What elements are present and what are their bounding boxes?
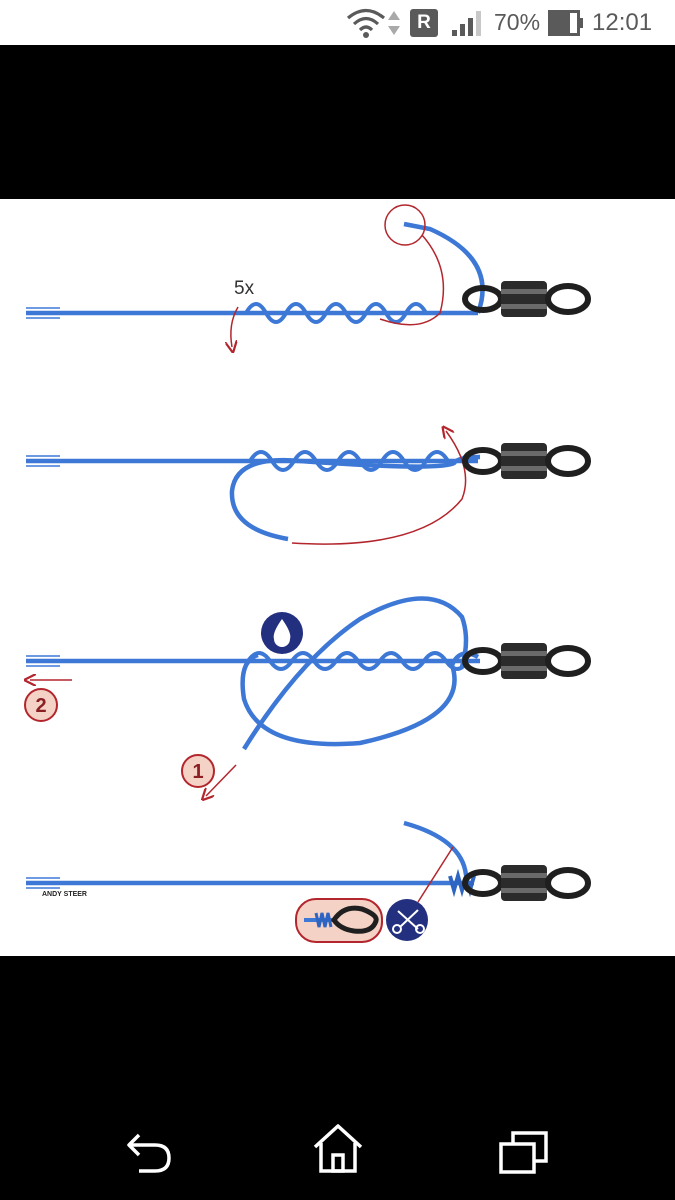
water-drop-icon — [261, 612, 303, 654]
tag-end-circle — [384, 204, 426, 246]
recent-apps-icon[interactable] — [484, 1118, 564, 1188]
home-icon[interactable] — [298, 1114, 378, 1184]
step-2-badge — [24, 688, 58, 722]
step-1-panel: 5x — [26, 204, 588, 347]
scissors-icon — [386, 899, 428, 941]
step-1-badge-label: 1 — [192, 761, 203, 783]
step-2-panel — [26, 431, 588, 545]
battery-percent: 70% — [494, 9, 541, 35]
knot-detail-inset — [295, 898, 383, 943]
knot-illustration: 5x 2 1 — [0, 199, 675, 956]
step-3-panel: 2 1 — [24, 596, 588, 796]
battery-icon — [548, 0, 584, 45]
wifi-icon — [346, 0, 386, 45]
roaming-badge-label: R — [417, 11, 431, 33]
clock-time: 12:01 — [592, 8, 653, 36]
data-transfer-icon — [386, 0, 402, 45]
letterbox-top — [0, 45, 675, 199]
roaming-badge: R — [410, 0, 438, 45]
step-1-badge — [181, 754, 215, 788]
letterbox-bottom — [0, 956, 675, 1200]
artist-credit: ANDY STEER — [42, 891, 87, 898]
wraps-label: 5x — [234, 278, 255, 299]
status-bar: R 70% 12:01 — [0, 0, 675, 45]
step-4-panel: ANDY STEER — [26, 820, 588, 943]
back-icon[interactable] — [110, 1118, 190, 1188]
cell-signal-icon — [450, 0, 486, 45]
step-2-badge-label: 2 — [35, 695, 46, 717]
